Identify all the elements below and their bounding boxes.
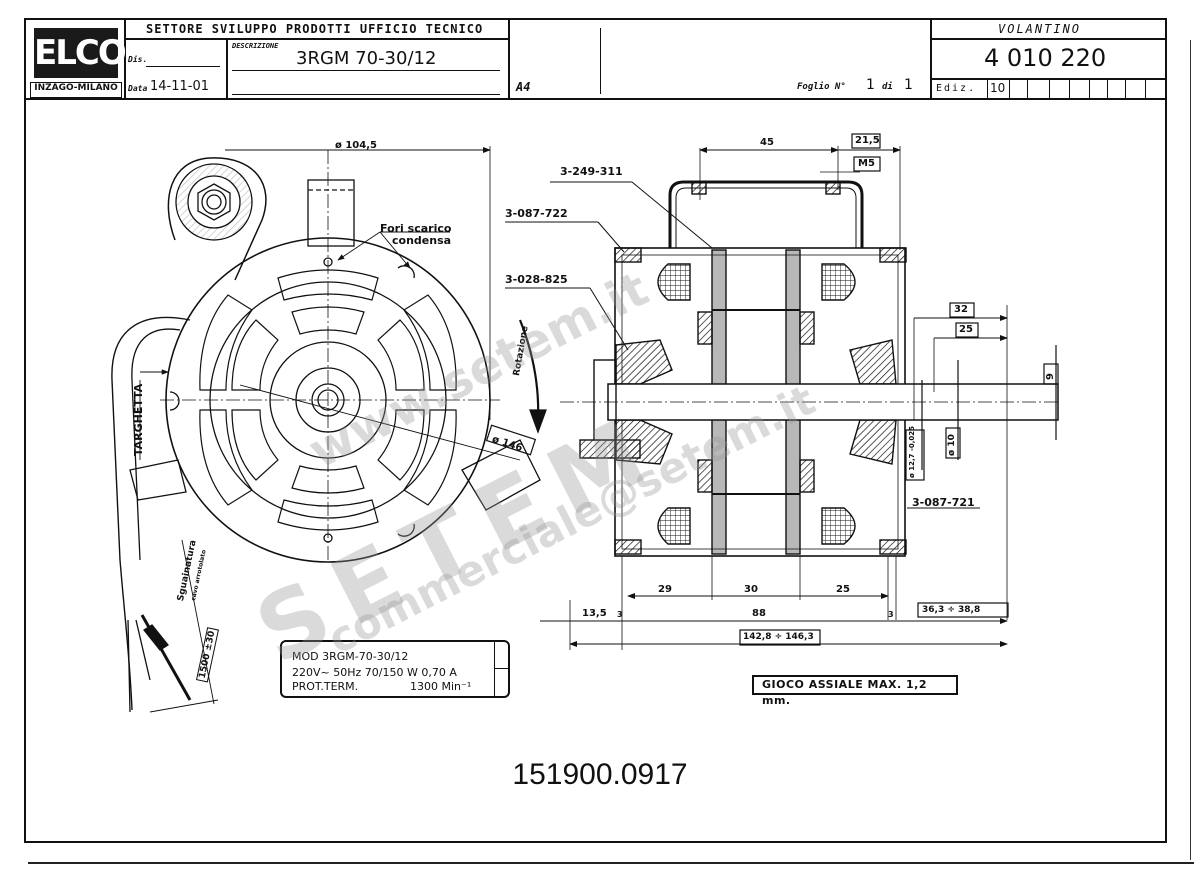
drawing-frame <box>24 18 1167 843</box>
dim-shaft-extension: 36,3 ÷ 38,8 <box>922 605 981 615</box>
divider <box>226 38 228 100</box>
descrizione-label: DESCRIZIONE <box>232 42 279 50</box>
dim-13-5: 13,5 <box>582 608 607 619</box>
part-3-087-722: 3-087-722 <box>505 207 568 220</box>
drain-holes-label-2: condensa <box>392 234 452 247</box>
sheet-format: A4 <box>516 80 531 94</box>
document-number: 151900.0917 <box>512 758 688 791</box>
rating-plate: MOD 3RGM-70-30/12 220V~ 50Hz 70/150 W 0,… <box>280 640 510 698</box>
di-label: di <box>882 82 893 92</box>
dim-bearing-dia: ø 12,7 -0,025 <box>908 425 916 478</box>
part-3-249-311: 3-249-311 <box>560 165 623 178</box>
divider <box>124 18 126 100</box>
sheet-bottom-rule <box>28 862 1194 864</box>
logo-subtitle: INZAGO-MILANO <box>30 82 122 98</box>
sheet-edge <box>1190 40 1191 860</box>
data-label: Data <box>128 84 148 93</box>
dim-shaft-dia: ø 10 <box>947 434 957 456</box>
dim-29: 29 <box>658 584 672 595</box>
department-title: SETTORE SVILUPPO PRODOTTI UFFICIO TECNIC… <box>146 22 484 36</box>
divider <box>930 18 932 100</box>
dim-9: 9 <box>1045 373 1056 380</box>
divider <box>930 78 1167 80</box>
rating-speed: 1300 Min⁻¹ <box>410 680 472 693</box>
rating-protection: PROT.TERM. <box>292 680 359 693</box>
divider <box>930 38 1167 40</box>
title-block-bottom-border <box>24 18 1167 100</box>
logo-mark: ELCO <box>34 28 127 78</box>
edition-value: 10 <box>990 81 1006 95</box>
dim-gap-right: 3 <box>888 610 894 619</box>
dis-label: Dis. <box>128 55 148 64</box>
drawing-number: 4 010 220 <box>984 44 1107 72</box>
description-value: 3RGM 70-30/12 <box>296 48 437 69</box>
front-view <box>111 146 547 713</box>
dim-gap-left: 3 <box>617 610 623 619</box>
dim-m5: M5 <box>858 158 875 169</box>
foglio-value: 1 <box>866 77 875 93</box>
dim-88: 88 <box>752 608 766 619</box>
dim-25: 25 <box>959 324 973 335</box>
part-3-028-825: 3-028-825 <box>505 273 568 286</box>
dim-30: 30 <box>744 584 758 595</box>
drain-holes-label-1: Fori scarico <box>380 222 452 235</box>
dim-21-5: 21,5 <box>855 135 880 146</box>
di-value: 1 <box>904 77 913 93</box>
rating-electrical: 220V~ 50Hz 70/150 W 0,70 A <box>292 666 457 679</box>
edition-label: Ediz. <box>936 83 977 94</box>
divider <box>600 28 601 94</box>
divider <box>508 18 510 100</box>
date-value: 14-11-01 <box>150 79 210 94</box>
rating-model: MOD 3RGM-70-30/12 <box>292 650 409 663</box>
dim-diameter-104-5: ø 104,5 <box>335 140 377 151</box>
description-underline <box>232 70 500 71</box>
document-type: VOLANTINO <box>998 22 1082 36</box>
part-3-087-721: 3-087-721 <box>912 496 975 509</box>
nameplate-label: TARGHETTA <box>132 383 145 456</box>
rating-divider-h <box>494 668 508 669</box>
section-view <box>485 133 1060 650</box>
description-underline-2 <box>232 94 500 95</box>
dim-25-bottom: 25 <box>836 584 850 595</box>
rating-divider <box>494 642 495 696</box>
axial-play-note: GIOCO ASSIALE MAX. 1,2 mm. <box>752 675 958 707</box>
dim-overall-length: 142,8 ÷ 146,3 <box>743 632 814 642</box>
dis-underline <box>146 66 220 67</box>
foglio-label: Foglio N° <box>797 82 846 92</box>
company-logo: ELCO INZAGO-MILANO <box>28 22 127 98</box>
divider <box>124 38 508 40</box>
dim-45: 45 <box>760 137 774 148</box>
dim-32: 32 <box>954 304 968 315</box>
